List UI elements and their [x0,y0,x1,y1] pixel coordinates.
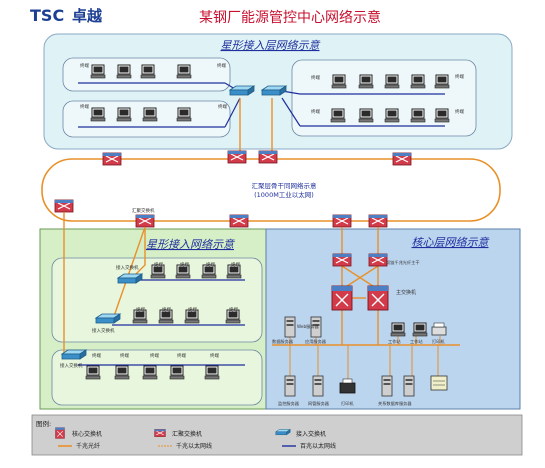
ring-label-1: 汇聚层骨干同网络示意 [252,181,318,190]
svg-text:终端: 终端 [120,352,129,359]
agg-switch-ring-7 [229,214,249,228]
legend-line-fe-label: 百兆以太网线 [300,442,336,450]
agg-switch-ring-2 [227,150,247,164]
agg-switch-ring-4 [392,152,412,166]
svg-text:数据服务器: 数据服务器 [272,338,294,345]
svg-text:Web服务器: Web服务器 [297,323,320,330]
svg-text:应用服务器: 应用服务器 [305,338,327,345]
main-switch-label: 主交换机 [396,289,416,296]
svg-text:终端: 终端 [136,306,145,313]
top-uplinks [239,98,273,152]
access-switch-label-3: 接入交换机 [60,362,83,369]
legend-title: 图例: [36,419,51,428]
left-terminal-labels: 终端 终端 终端 终端 终端 终端 终端 终端 终端 终端 终端 终端 终端 [92,261,240,359]
zone-core [265,228,521,410]
dual-link-note: 双链千兆光纤主干 [386,259,420,266]
legend-core-icon [55,427,65,439]
svg-text:终端: 终端 [217,62,226,69]
svg-text:监控服务器: 监控服务器 [278,400,300,407]
svg-text:终端: 终端 [80,62,89,69]
access-switch-label-1: 接入交换机 [116,264,139,271]
legend-access-icon [275,429,291,436]
agg-switch-ring-6 [135,214,155,228]
printer-bottom [339,378,356,394]
left-lan-lines [78,279,245,366]
svg-text:终端: 终端 [80,103,89,110]
agg-switch-ring-3 [258,150,278,164]
svg-text:终端: 终端 [150,352,159,359]
svg-text:终端: 终端 [231,261,240,268]
svg-text:打印机: 打印机 [432,338,445,345]
svg-text:关系数据库服务器: 关系数据库服务器 [378,400,412,407]
svg-text:工作站: 工作站 [388,338,401,345]
access-switch-top-1 [229,85,255,96]
zone-star-left-title: 星形接入网络示意 [146,238,235,251]
svg-text:网管服务器: 网管服务器 [308,400,330,407]
core-links [341,227,379,345]
legend-item-core: 核心交换机 [72,430,102,438]
logo-tsc: TSC [30,6,64,25]
workstation-2 [412,322,428,337]
monitor-server [284,375,296,397]
svg-text:打印机: 打印机 [341,400,354,407]
agg-switch-label: 汇聚交换机 [132,207,155,214]
svg-text:终端: 终端 [162,306,171,313]
svg-text:终端: 终端 [311,74,320,81]
access-switch-left-1 [117,273,143,284]
core-switch-2 [367,285,389,311]
core-drops [289,336,441,384]
access-switch-top-2 [261,85,287,96]
svg-text:工作站: 工作站 [410,338,423,345]
core-switch-1 [331,285,353,311]
zone-core-title: 核心层网络示意 [412,236,490,249]
svg-text:终端: 终端 [455,108,464,115]
page-title: 某钢厂能源管控中心网络示意 [199,9,381,26]
logo: TSC 卓越 [30,6,103,25]
core-agg-switch-1 [332,253,352,267]
zone-star-top-title: 星形接入层网络示意 [221,39,321,52]
svg-text:终端: 终端 [210,352,219,359]
legend-line-gige-label: 千兆以太网线 [176,442,212,450]
panel-top-right [291,59,477,137]
legend-item-agg: 汇聚交换机 [172,430,202,438]
svg-text:终端: 终端 [92,352,101,359]
svg-text:终端: 终端 [218,103,227,110]
ring-label-2: (1000M工业以太网) [254,190,314,199]
disk-array [430,375,448,391]
svg-text:终端: 终端 [180,261,189,268]
svg-text:终端: 终端 [311,108,320,115]
svg-text:终端: 终端 [154,261,163,268]
access-switch-left-3 [61,349,87,360]
svg-text:终端: 终端 [206,261,215,268]
access-switch-label-2: 接入交换机 [92,327,115,334]
svg-text:终端: 终端 [177,352,186,359]
network-server [312,375,324,397]
svg-text:终端: 终端 [455,73,464,80]
legend-item-access: 接入交换机 [296,430,326,438]
printer-top [431,322,447,336]
top-terminal-labels: 终端 终端 终端 终端 终端 终端 终端 终端 [80,62,464,115]
db-server-1 [381,375,393,397]
svg-text:终端: 终端 [229,306,238,313]
agg-switch-ring-5 [54,199,74,213]
agg-switch-ring-9 [368,214,388,228]
legend-agg-icon [154,429,166,437]
aggregation-ring [41,158,501,222]
core-agg-switch-2 [368,253,388,267]
logo-cn: 卓越 [72,7,103,25]
legend-line-fiber-label: 千兆光纤 [76,442,100,450]
access-switch-left-2 [95,313,121,324]
db-server-2 [403,375,415,397]
core-top-labels: Web服务器 数据服务器 应用服务器 工作站 工作站 打印机 [272,323,445,345]
core-bottom-labels: 监控服务器 网管服务器 打印机 关系数据库服务器 [278,400,412,407]
agg-switch-ring-8 [332,214,352,228]
svg-text:终端: 终端 [188,306,197,313]
top-lan-lines [78,82,445,128]
agg-switch-ring-1 [102,152,122,166]
workstation-1 [390,322,406,337]
data-server [284,316,296,338]
